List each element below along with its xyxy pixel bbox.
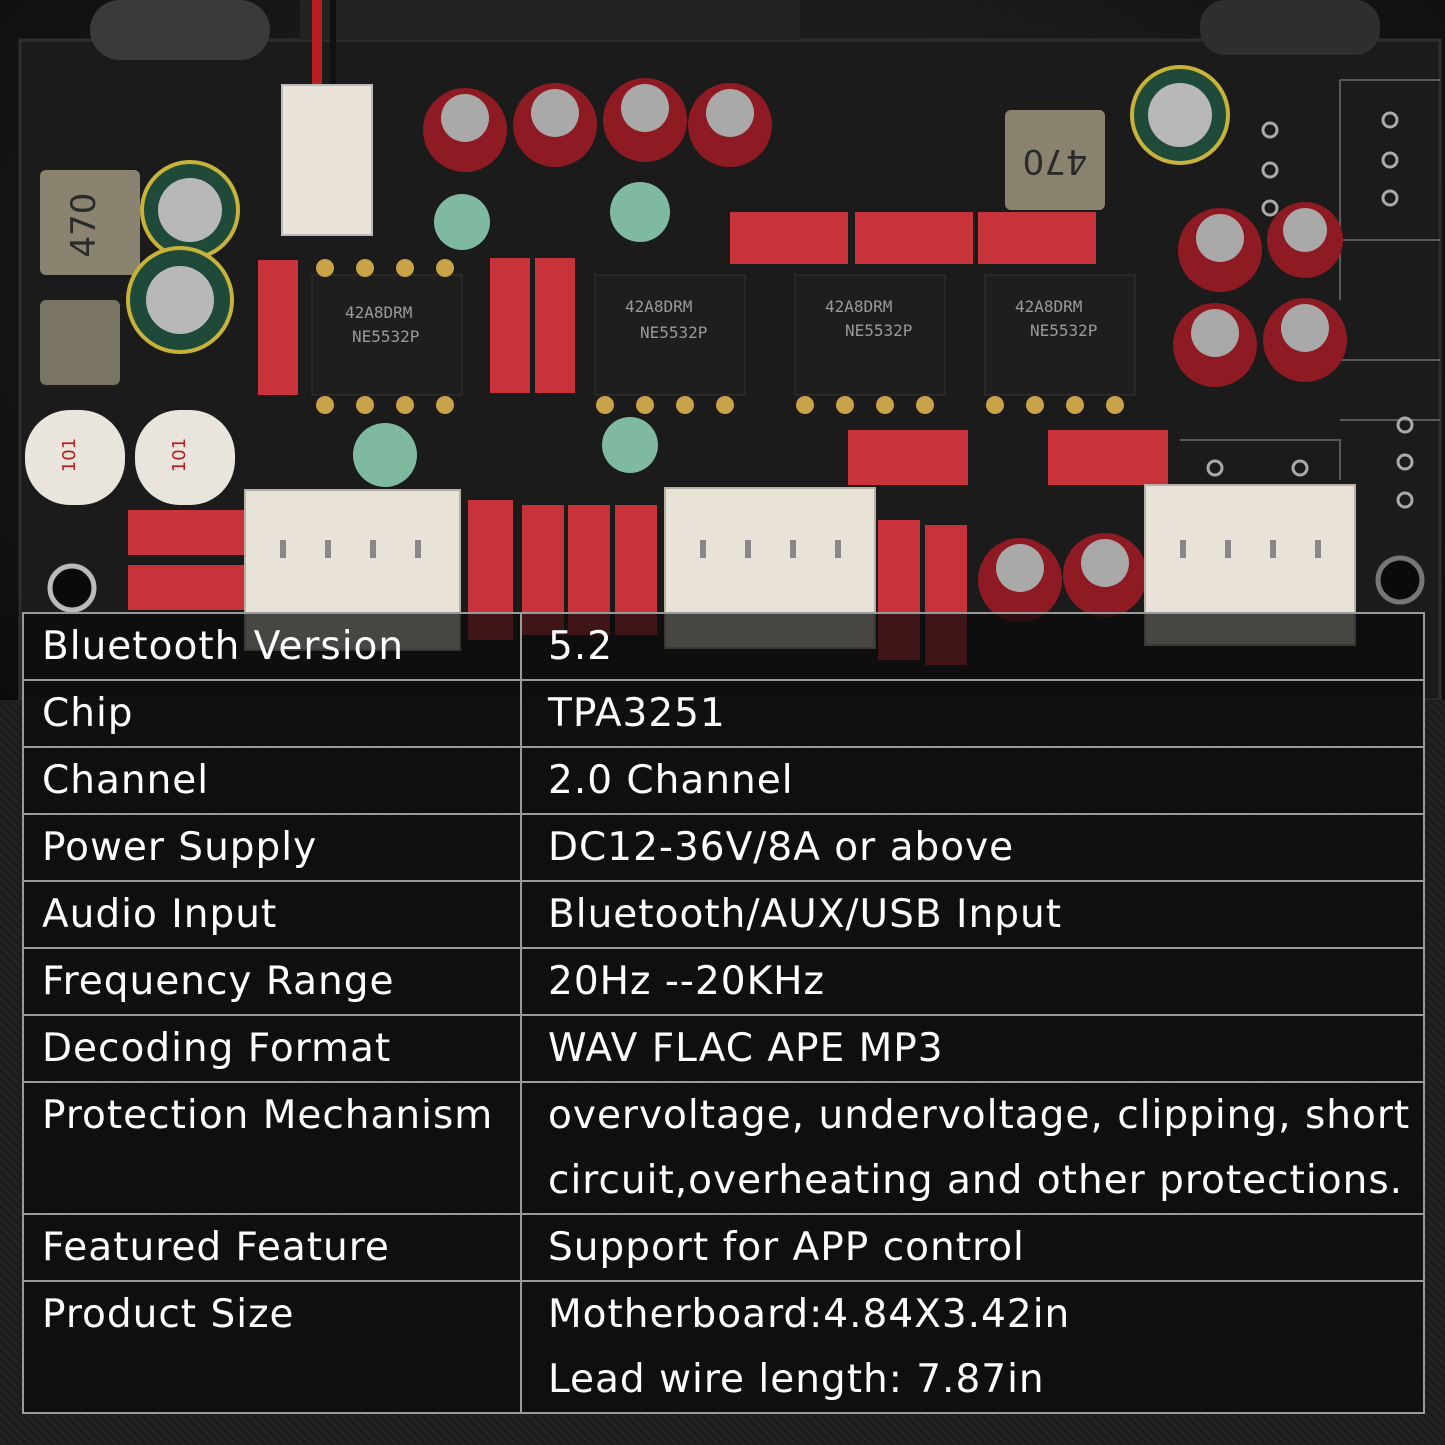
capacitor — [90, 0, 270, 60]
spec-label: Power Supply — [22, 813, 522, 882]
ceramic-capacitor — [602, 417, 658, 473]
spec-label: Chip — [22, 679, 522, 748]
spec-value: WAV FLAC APE MP3 — [520, 1014, 1425, 1083]
spec-row-product-size: Product Size Motherboard:4.84X3.42in Lea… — [22, 1280, 1425, 1414]
svg-text:NE5532P: NE5532P — [845, 321, 912, 340]
svg-text:42A8DRM: 42A8DRM — [345, 303, 412, 322]
spec-row-protection-mechanism: Protection Mechanism overvoltage, underv… — [22, 1081, 1425, 1215]
spec-row-featured-feature: Featured Feature Support for APP control — [22, 1213, 1425, 1282]
spec-value: DC12-36V/8A or above — [520, 813, 1425, 882]
spec-row-audio-input: Audio Input Bluetooth/AUX/USB Input — [22, 880, 1425, 949]
mounting-hole — [1375, 555, 1425, 605]
capacitor-group-left: 101 101 — [25, 410, 235, 505]
svg-text:42A8DRM: 42A8DRM — [625, 297, 692, 316]
circuit-board-illustration: 470 470 — [18, 0, 1442, 700]
wire-connector — [281, 84, 373, 236]
spec-label: Audio Input — [22, 880, 522, 949]
capacitor-group-top — [423, 78, 772, 172]
spec-value-line: circuit,overheating and other protection… — [548, 1158, 1404, 1203]
spec-value-line: Motherboard:4.84X3.42in — [548, 1292, 1071, 1337]
svg-text:NE5532P: NE5532P — [352, 327, 419, 346]
inductor — [40, 300, 120, 385]
svg-text:NE5532P: NE5532P — [1030, 321, 1097, 340]
spec-label: Bluetooth Version — [22, 612, 522, 681]
spec-value: Bluetooth/AUX/USB Input — [520, 880, 1425, 949]
spec-value: 5.2 — [520, 612, 1425, 681]
spec-value: Motherboard:4.84X3.42in Lead wire length… — [520, 1280, 1425, 1414]
svg-text:42A8DRM: 42A8DRM — [1015, 297, 1082, 316]
svg-text:101: 101 — [59, 438, 80, 472]
ceramic-capacitor — [610, 182, 670, 242]
capacitor — [1200, 0, 1380, 55]
spec-row-decoding-format: Decoding Format WAV FLAC APE MP3 — [22, 1014, 1425, 1083]
svg-text:101: 101 — [169, 438, 190, 472]
spec-value-line: overvoltage, undervoltage, clipping, sho… — [548, 1093, 1411, 1138]
spec-value: TPA3251 — [520, 679, 1425, 748]
spec-label: Channel — [22, 746, 522, 815]
inductor — [40, 170, 140, 275]
svg-text:42A8DRM: 42A8DRM — [825, 297, 892, 316]
inductor — [1005, 110, 1105, 210]
circuit-board-photo: 470 470 — [0, 0, 1445, 700]
spec-label: Protection Mechanism — [22, 1081, 522, 1215]
spec-value: overvoltage, undervoltage, clipping, sho… — [520, 1081, 1425, 1215]
spec-row-chip: Chip TPA3251 — [22, 679, 1425, 748]
svg-text:NE5532P: NE5532P — [640, 323, 707, 342]
mounting-hole — [47, 563, 97, 613]
spec-value-line: Lead wire length: 7.87in — [548, 1357, 1045, 1402]
capacitor-group-right — [1173, 202, 1347, 387]
spec-row-power-supply: Power Supply DC12-36V/8A or above — [22, 813, 1425, 882]
spec-value: Support for APP control — [520, 1213, 1425, 1282]
op-amp-chips: 42A8DRM NE5532P 42A8DRM NE5532P 42A8DRM … — [311, 274, 1136, 396]
spec-row-bluetooth-version: Bluetooth Version 5.2 — [22, 612, 1425, 681]
spec-label: Frequency Range — [22, 947, 522, 1016]
spec-value: 2.0 Channel — [520, 746, 1425, 815]
spec-row-frequency-range: Frequency Range 20Hz --20KHz — [22, 947, 1425, 1016]
inductor-label: 470 — [64, 193, 104, 258]
spec-label: Featured Feature — [22, 1213, 522, 1282]
spec-label: Product Size — [22, 1280, 522, 1414]
spec-row-channel: Channel 2.0 Channel — [22, 746, 1425, 815]
ceramic-capacitor — [353, 423, 417, 487]
ceramic-capacitor — [434, 194, 490, 250]
inductor-label: 470 — [1023, 141, 1088, 181]
spec-label: Decoding Format — [22, 1014, 522, 1083]
spec-value: 20Hz --20KHz — [520, 947, 1425, 1016]
spec-table: Bluetooth Version 5.2 Chip TPA3251 Chann… — [22, 612, 1425, 1414]
heatsink — [300, 0, 800, 40]
